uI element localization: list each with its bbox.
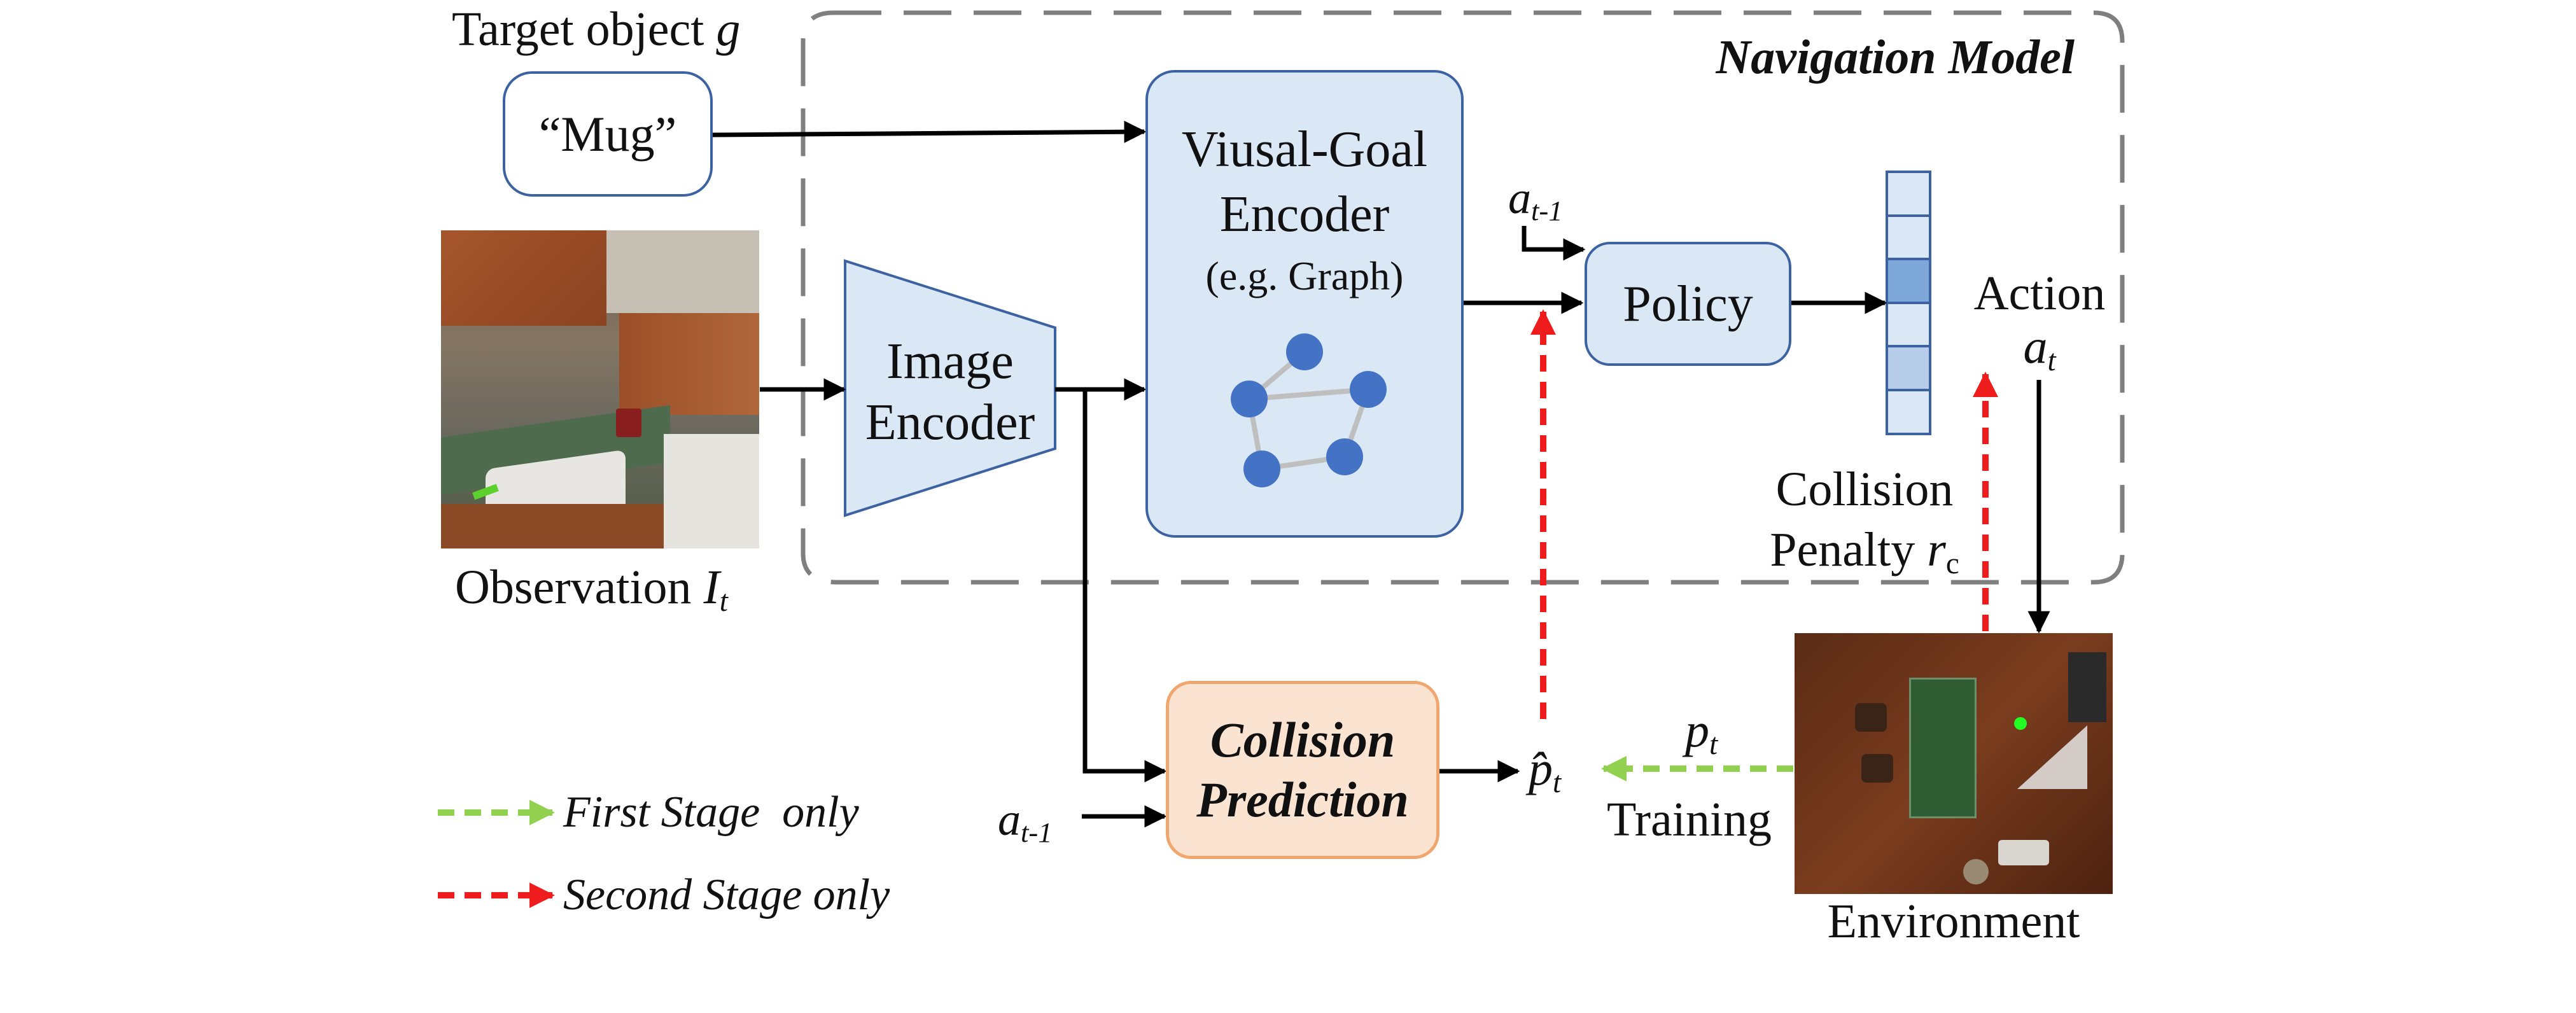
environment-label: Environment [1795, 897, 2113, 946]
cp-input-var: a [998, 794, 1021, 845]
collision-prediction-line1: Collision [1210, 712, 1396, 768]
prediction-output-sub: t [1553, 765, 1562, 799]
cabinet-upper-left [441, 230, 606, 326]
training-var: p [1685, 704, 1709, 757]
observation-image [441, 230, 759, 548]
image-encoder-line1: Image [886, 333, 1014, 389]
image-encoder-shape [844, 259, 1056, 517]
visual-goal-encoder-box: Viusal-Goal Encoder (e.g. Graph) [1145, 70, 1464, 538]
target-object-box: “Mug” [503, 71, 713, 197]
action-vector [1886, 171, 1931, 435]
policy-box: Policy [1585, 242, 1791, 366]
training-sub: t [1709, 727, 1718, 761]
cabinet-upper-right [619, 313, 759, 415]
observation-caption-var: I [703, 561, 720, 614]
collision-penalty-line2: Penalty [1770, 523, 1915, 576]
vg-encoder-line1: Viusal-Goal [1181, 122, 1428, 178]
cp-input-sub: t-1 [1021, 816, 1053, 849]
stove [664, 434, 759, 548]
policy-prev-action-sub: t-1 [1531, 195, 1563, 227]
action-label-text: Action [1973, 267, 2106, 320]
collision-penalty-label: Collision Penalty rc [1756, 459, 1973, 583]
arrow-features-to-collision-prediction [1082, 389, 1167, 783]
env-chair-2 [1861, 754, 1893, 783]
navigation-model-frame [801, 10, 2125, 585]
collision-penalty-sub: c [1945, 547, 1959, 580]
collision-penalty-line2-wrap: Penalty rc [1756, 520, 1973, 583]
vg-encoder-line2: Encoder [1219, 186, 1390, 243]
env-table [1909, 678, 1977, 818]
action-sub: t [2047, 344, 2056, 377]
target-caption-text: Target object [452, 3, 704, 56]
action-label: Action at [1970, 267, 2110, 377]
collision-prediction-input-label: at-1 [998, 797, 1053, 847]
policy-prev-action-label: at-1 [1508, 175, 1563, 225]
env-wall-panel [2068, 652, 2106, 722]
navigation-model-title: Navigation Model [1667, 33, 2075, 81]
env-round-object [1963, 859, 1989, 884]
legend-first-stage-text: First Stage only [563, 788, 859, 837]
legend-first-stage: First Stage only [563, 790, 859, 835]
target-caption-var: g [716, 3, 741, 56]
env-device [1998, 840, 2049, 865]
legend-second-stage-text: Second Stage only [563, 870, 890, 919]
legend-second-stage: Second Stage only [563, 873, 890, 918]
environment-image [1795, 633, 2113, 894]
wall-corner [606, 230, 759, 313]
environment-label-text: Environment [1827, 895, 2080, 948]
prediction-output-var: p̂ [1529, 742, 1553, 795]
observation-caption: Observation It [455, 563, 728, 617]
observation-caption-sub: t [719, 584, 728, 618]
arrow-target-to-encoder [712, 120, 1147, 143]
navigation-model-title-text: Navigation Model [1716, 31, 2075, 84]
target-object-caption: Target object g [452, 5, 740, 53]
training-label: Training [1607, 795, 1772, 844]
image-encoder-label: Image Encoder [845, 331, 1055, 453]
vg-encoder-line3: (e.g. Graph) [1205, 253, 1404, 298]
env-chair-1 [1855, 703, 1887, 732]
collision-prediction-line2: Prediction [1196, 772, 1409, 827]
image-encoder-line2: Encoder [865, 395, 1035, 451]
collision-penalty-var: r [1927, 523, 1946, 576]
target-object-value: “Mug” [538, 106, 677, 162]
collision-prediction-box: Collision Prediction [1166, 681, 1439, 859]
policy-prev-action-var: a [1508, 172, 1531, 223]
action-var-line: at [1970, 319, 2110, 378]
prediction-output-label: p̂t [1529, 744, 1561, 798]
collision-penalty-line1: Collision [1775, 463, 1954, 516]
arrow-prev-action-to-policy [1522, 226, 1586, 261]
env-view-cone [2017, 725, 2087, 789]
training-target-label: pt [1685, 706, 1718, 760]
action-var: a [2023, 319, 2048, 374]
policy-label: Policy [1623, 276, 1753, 332]
observation-caption-text: Observation [455, 561, 692, 614]
training-label-text: Training [1607, 793, 1772, 846]
mug-object [616, 409, 641, 437]
